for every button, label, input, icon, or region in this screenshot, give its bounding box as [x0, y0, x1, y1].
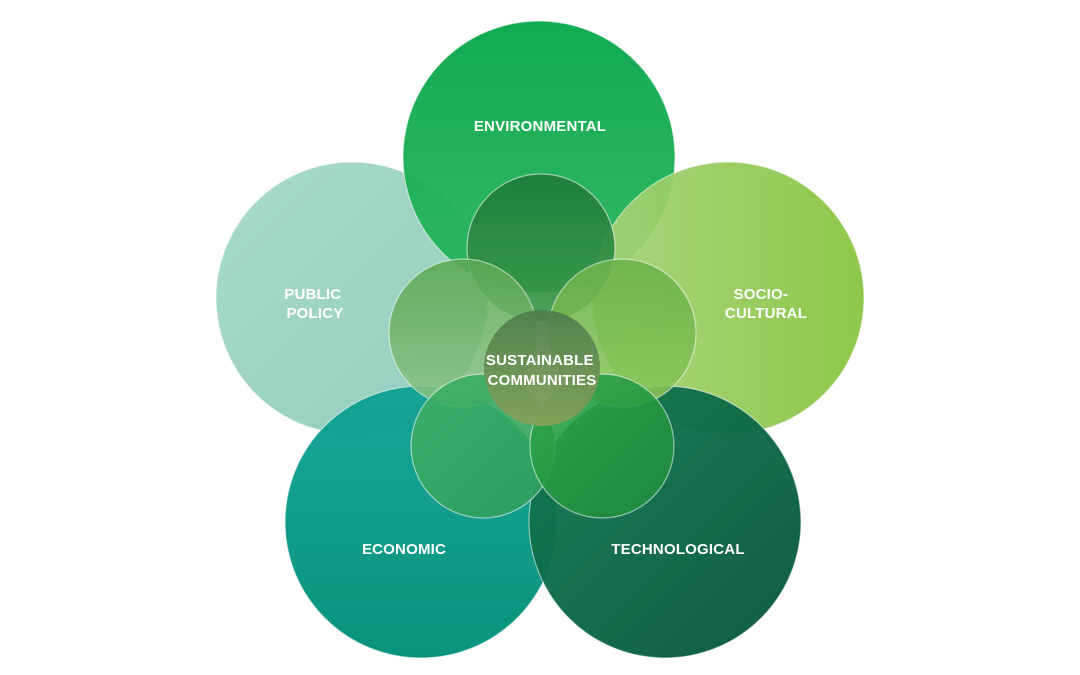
label-socio-cultural: SOCIO- CULTURAL — [725, 286, 807, 322]
label-sustainable-communities: SUSTAINABLE COMMUNITIES — [486, 352, 598, 389]
label-center-line-2: COMMUNITIES — [488, 372, 597, 389]
core-circle — [484, 310, 600, 426]
label-public-policy-line-1: PUBLIC — [284, 286, 341, 303]
label-technological-line-1: TECHNOLOGICAL — [611, 541, 744, 558]
label-environmental: ENVIRONMENTAL — [474, 118, 606, 135]
label-public-policy-line-2: POLICY — [286, 305, 343, 322]
label-economic: ECONOMIC — [362, 541, 446, 558]
label-socio-cultural-line-1: SOCIO- — [734, 286, 789, 303]
label-economic-line-1: ECONOMIC — [362, 541, 446, 558]
label-public-policy: PUBLIC POLICY — [284, 286, 345, 322]
label-technological: TECHNOLOGICAL — [611, 541, 744, 558]
label-socio-cultural-line-2: CULTURAL — [725, 305, 807, 322]
label-center-line-1: SUSTAINABLE — [486, 352, 594, 369]
label-environmental-line-1: ENVIRONMENTAL — [474, 118, 606, 135]
